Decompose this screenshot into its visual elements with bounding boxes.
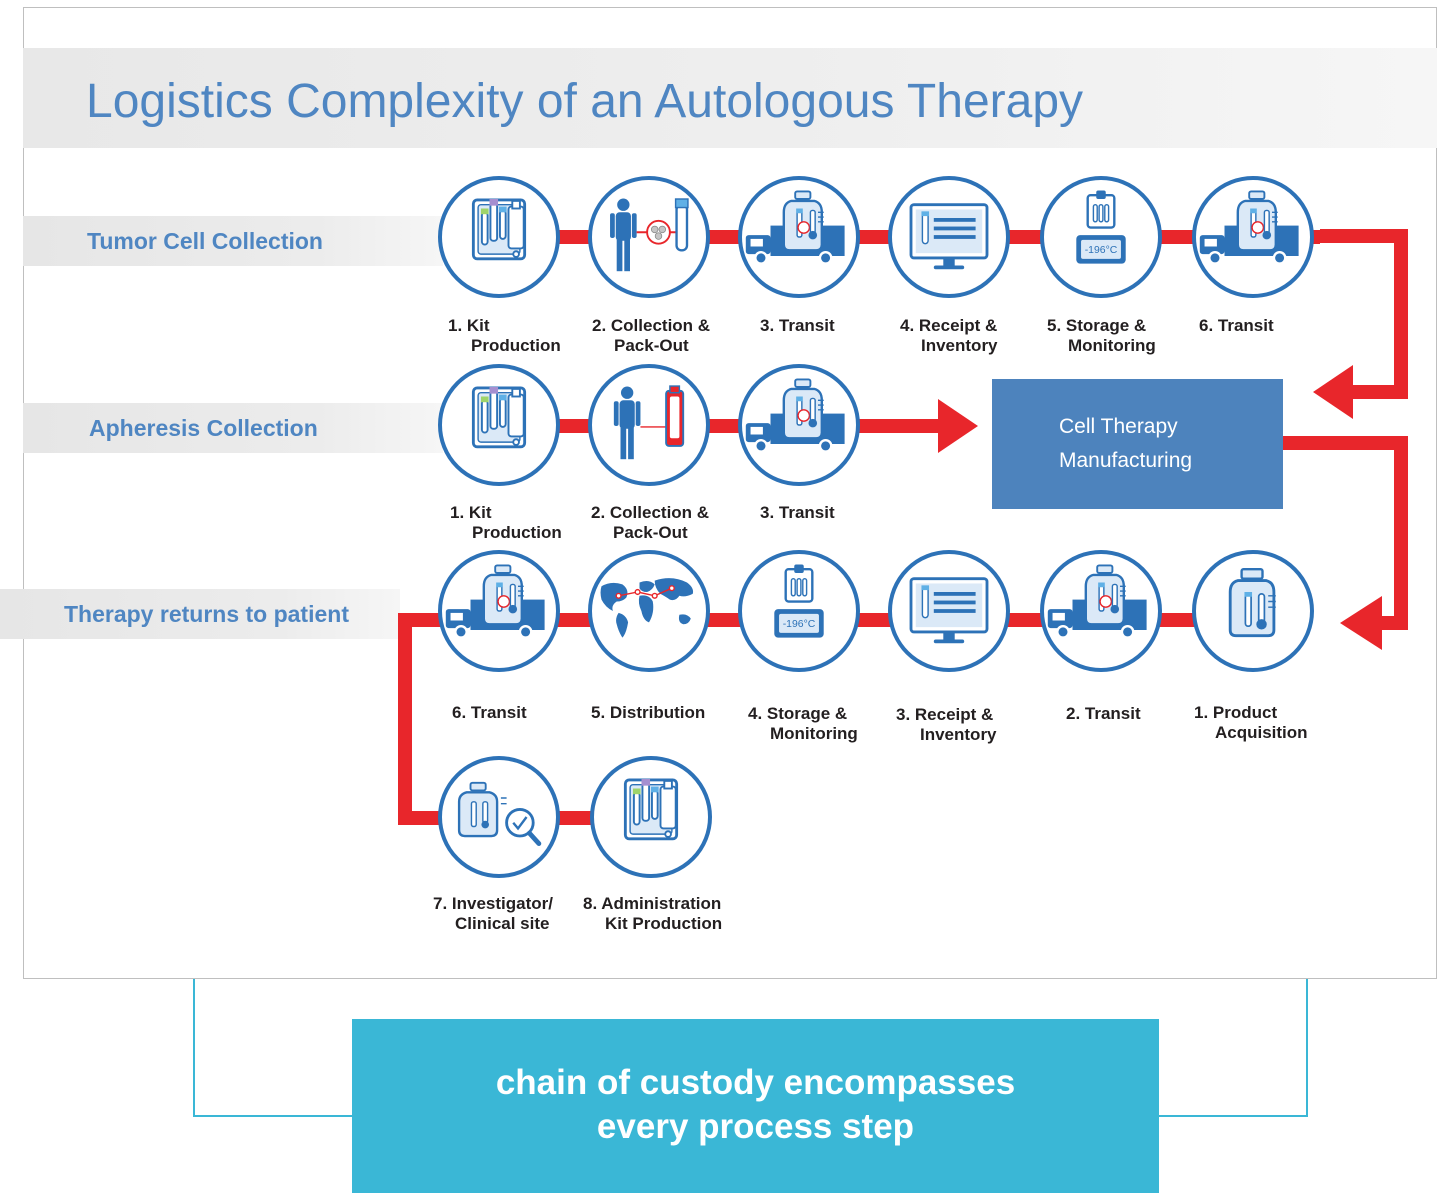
step-distribution <box>588 550 710 672</box>
row-label-apheresis-collection: Apheresis Collection <box>23 403 443 453</box>
row-label-text: Therapy returns to patient <box>64 600 349 627</box>
connector-apheresis-row <box>500 419 940 433</box>
step-caption: 2. Collection &Pack-Out <box>592 316 711 355</box>
step-storage-monitoring: -196°C <box>1040 176 1162 298</box>
title-bar <box>23 48 1437 148</box>
investigator-magnifier-icon <box>442 760 556 874</box>
kit-icon <box>594 760 708 874</box>
step-transit <box>738 176 860 298</box>
step-caption: 6. Transit <box>452 703 527 722</box>
step-kit-production <box>438 176 560 298</box>
step-caption: 3. Receipt &Inventory <box>896 705 997 744</box>
row-label-text: Apheresis Collection <box>89 414 318 441</box>
arrow-to-manufacturing-icon <box>938 399 978 453</box>
receipt-monitor-icon <box>892 180 1006 294</box>
custody-bracket-left-foot <box>193 1115 352 1117</box>
step-investigator-clinical-site <box>438 756 560 878</box>
step-collection-pack-out <box>588 176 710 298</box>
freezer-temp-label: -196°C <box>1085 245 1118 256</box>
page-title: Logistics Complexity of an Autologous Th… <box>86 75 1084 128</box>
step-caption: 6. Transit <box>1199 316 1274 335</box>
step-caption: 5. Storage &Monitoring <box>1047 316 1156 355</box>
freezer-temp-label: -196°C <box>783 619 816 630</box>
step-caption: 3. Transit <box>760 316 835 335</box>
custody-line2: every process step <box>596 1107 915 1146</box>
connector-right-top-return <box>1350 385 1408 399</box>
step-caption: 4. Storage &Monitoring <box>748 704 858 743</box>
kit-icon <box>442 368 556 482</box>
row-label-tumor-cell-collection: Tumor Cell Collection <box>23 216 443 266</box>
receipt-monitor-icon <box>892 554 1006 668</box>
transit-truck-icon <box>442 554 556 668</box>
step-caption: 4. Receipt &Inventory <box>900 316 998 355</box>
storage-freezer-icon: -196°C <box>1044 180 1158 294</box>
custody-line1: chain of custody encompasses <box>495 1063 1016 1102</box>
arrow-into-product-acquisition-icon <box>1340 596 1382 650</box>
storage-freezer-icon: -196°C <box>742 554 856 668</box>
manufacturing-label-line2: Manufacturing <box>1059 449 1193 472</box>
connector-manufacturing-out-return <box>1380 616 1408 630</box>
step-transit <box>1192 176 1314 298</box>
connector-manufacturing-out-horizontal <box>1283 436 1407 450</box>
step-administration-kit-production <box>590 756 712 878</box>
step-caption: 2. Collection &Pack-Out <box>591 503 710 542</box>
connector-left-vertical <box>398 613 412 825</box>
step-caption: 5. Distribution <box>591 703 706 722</box>
step-kit-production <box>438 364 560 486</box>
step-product-acquisition <box>1192 550 1314 672</box>
chain-of-custody-box: chain of custody encompasses every proce… <box>352 1019 1159 1193</box>
step-transit <box>1040 550 1162 672</box>
connector-right-top-vertical <box>1394 229 1408 398</box>
custody-bracket-right <box>1306 979 1308 1117</box>
step-caption: 2. Transit <box>1066 704 1141 723</box>
transit-truck-icon <box>742 180 856 294</box>
manufacturing-label-line1: Cell Therapy <box>1059 415 1178 438</box>
collection-icon <box>592 180 706 294</box>
distribution-map-icon <box>592 554 706 668</box>
collection-icon <box>592 368 706 482</box>
row-label-text: Tumor Cell Collection <box>87 227 323 254</box>
step-collection-pack-out <box>588 364 710 486</box>
step-receipt-inventory <box>888 550 1010 672</box>
row-label-therapy-returns: Therapy returns to patient <box>0 589 400 639</box>
step-receipt-inventory <box>888 176 1010 298</box>
connector-right-top-horizontal <box>1320 229 1407 243</box>
transit-truck-icon <box>742 368 856 482</box>
arrow-into-manufacturing-top-icon <box>1313 365 1353 419</box>
custody-bracket-right-foot <box>1159 1115 1308 1117</box>
transit-truck-icon <box>1044 554 1158 668</box>
transit-truck-icon <box>1196 180 1310 294</box>
step-caption: 3. Transit <box>760 503 835 522</box>
kit-icon <box>442 180 556 294</box>
connector-manufacturing-out-vertical <box>1394 436 1408 630</box>
cell-therapy-manufacturing-box: Cell Therapy Manufacturing <box>992 379 1283 509</box>
custody-bracket-left <box>193 979 195 1117</box>
product-bottle-icon <box>1196 554 1310 668</box>
step-caption: 7. Investigator/Clinical site <box>433 894 553 933</box>
step-transit <box>438 550 560 672</box>
step-transit <box>738 364 860 486</box>
step-storage-monitoring: -196°C <box>738 550 860 672</box>
